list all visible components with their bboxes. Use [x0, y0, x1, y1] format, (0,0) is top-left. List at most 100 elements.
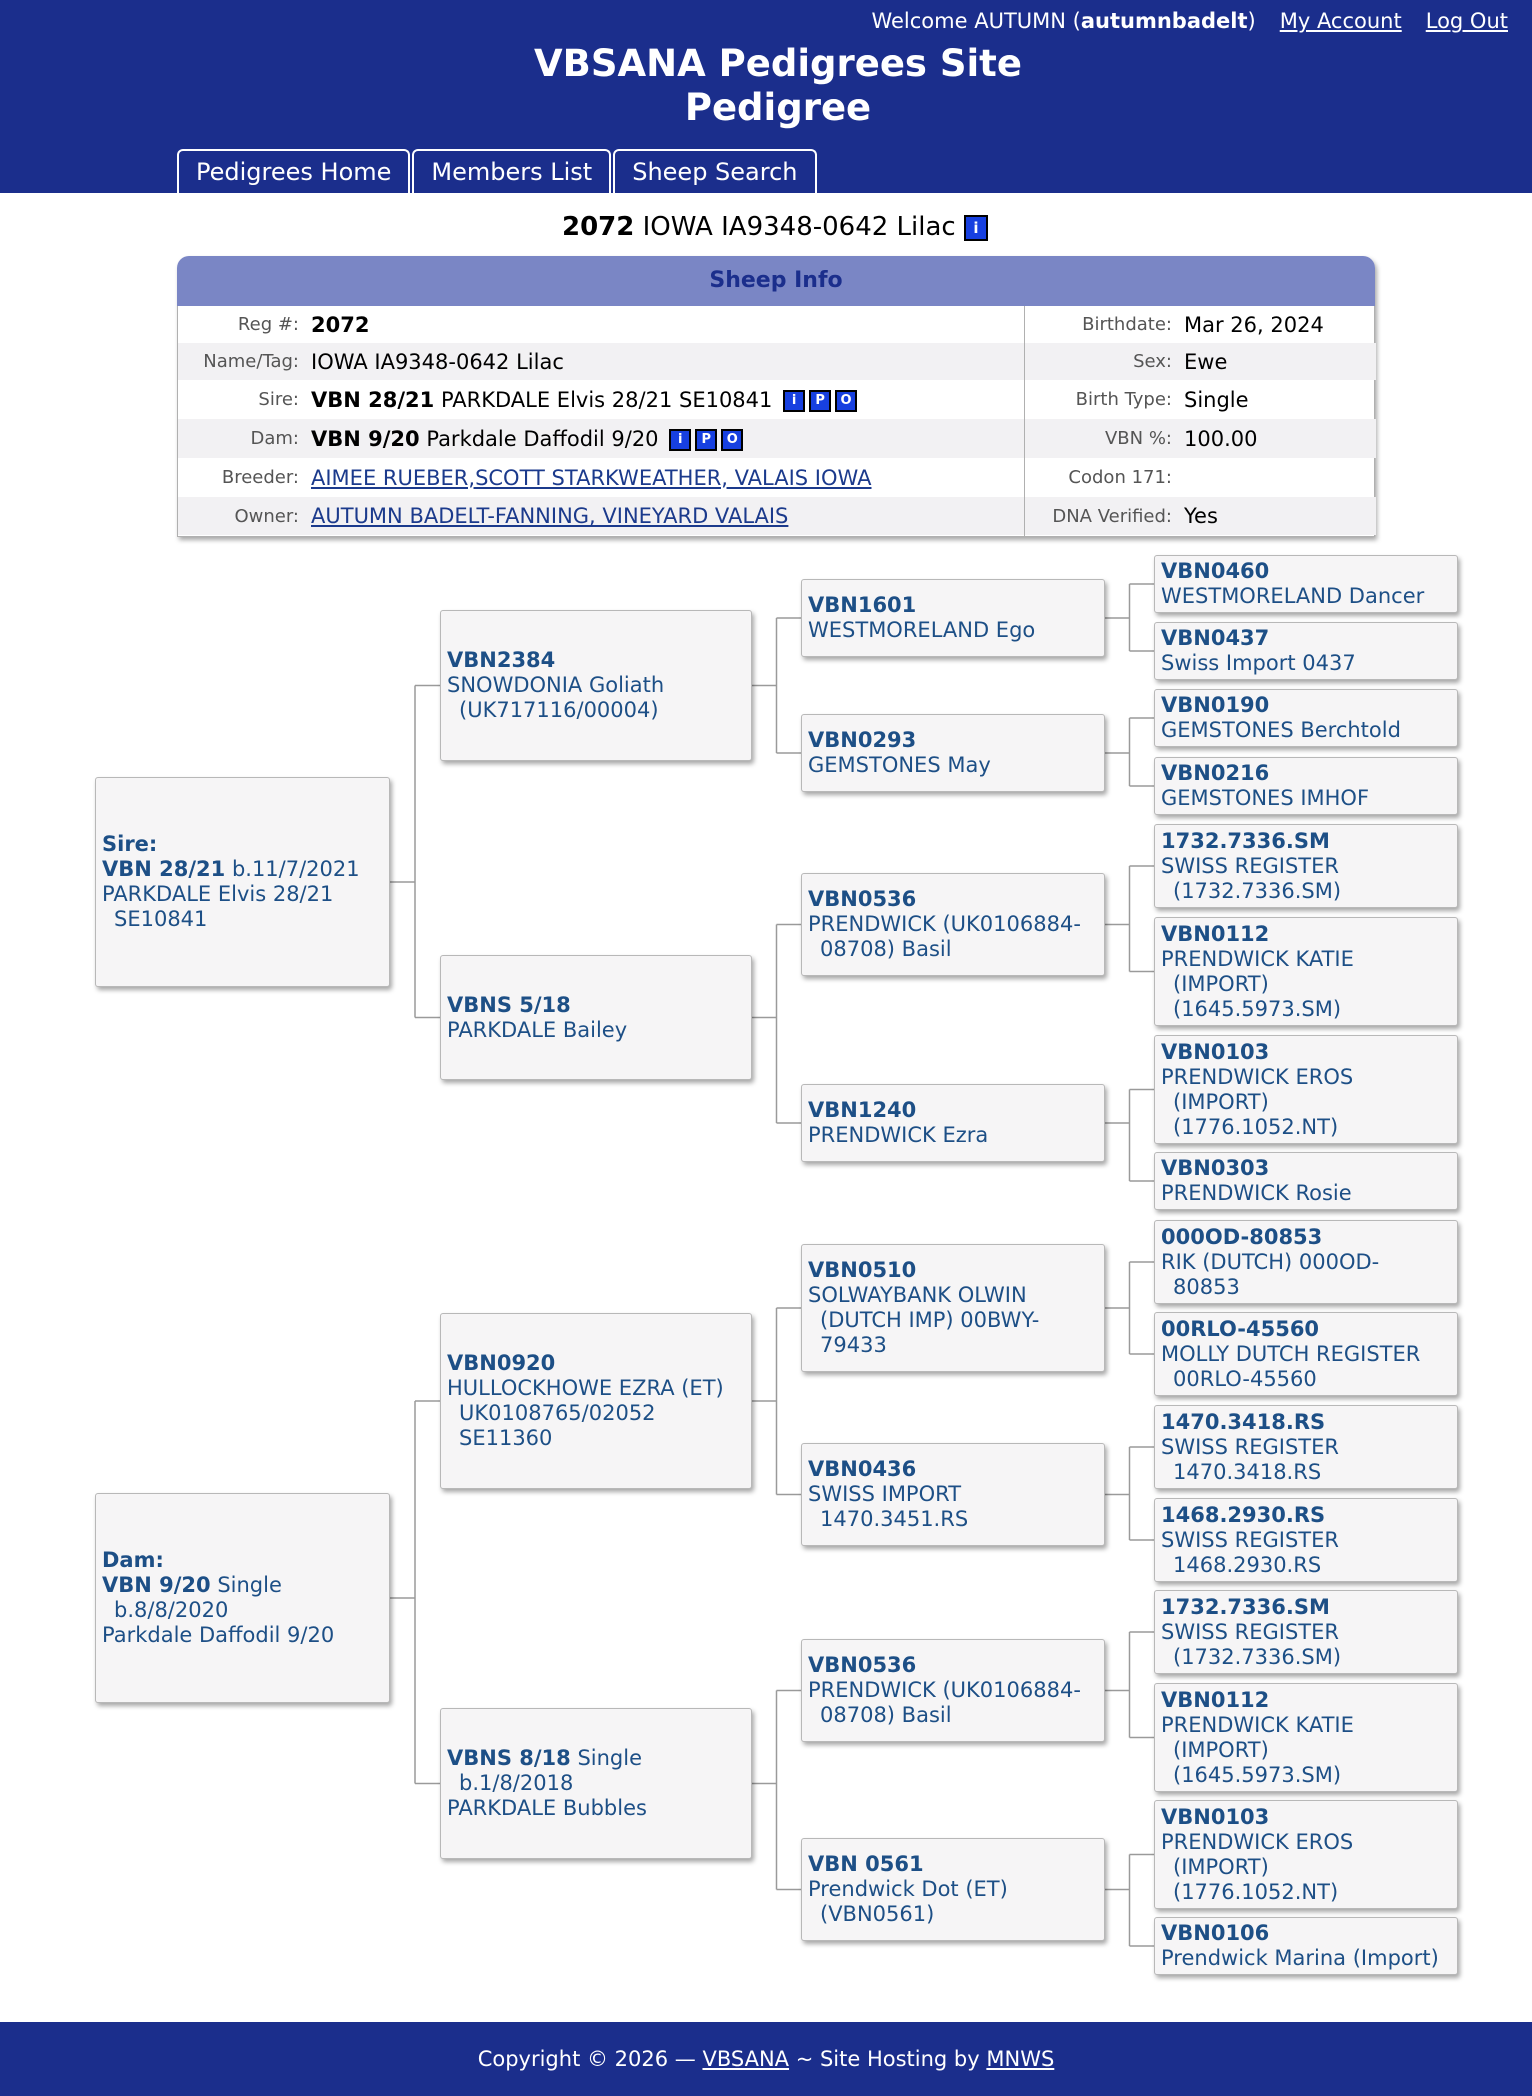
- mnws-link[interactable]: MNWS: [986, 2047, 1055, 2071]
- pedigree-name-line: (1776.1052.NT): [1173, 1114, 1339, 1139]
- pedigree-name-line: GEMSTONES IMHOF: [1161, 786, 1370, 810]
- pedigree-reg-number: VBN0536: [808, 1653, 917, 1677]
- pedigree-name-line: PRENDWICK (UK0106884-: [808, 1678, 1081, 1702]
- pedigree-name-line: SWISS REGISTER: [1161, 1619, 1339, 1644]
- pedigree-name-line: PRENDWICK KATIE: [1161, 946, 1354, 971]
- pedigree-reg-number: VBNS 5/18: [447, 992, 571, 1017]
- logout-link[interactable]: Log Out: [1425, 9, 1508, 33]
- dam-pedigree-icon[interactable]: P: [695, 428, 718, 451]
- sheep-reg-number: 2072: [562, 212, 635, 242]
- vbsana-link[interactable]: VBSANA: [702, 2047, 790, 2071]
- pedigree-reg-line: VBNS 8/18 Single: [447, 1746, 745, 1771]
- pedigree-reg-number: VBN0920: [447, 1351, 556, 1375]
- pedigree-name-line: RIK (DUTCH) 000OD-: [1161, 1249, 1380, 1274]
- pedigree-name-line: SWISS REGISTER: [1161, 853, 1339, 878]
- pedigree-name-line: SWISS REGISTER: [1161, 1434, 1339, 1459]
- pedigree-reg-line: VBN0190: [1161, 693, 1451, 718]
- pedigree-reg-line: VBN1240: [808, 1098, 1098, 1123]
- pedigree-name-line: SE11360: [459, 1426, 553, 1450]
- pedigree-reg-number: VBN0460: [1161, 559, 1270, 583]
- pedigree-name-line: (1645.5973.SM): [1173, 1762, 1342, 1787]
- pedigree-reg-line: VBN 9/20 Single: [102, 1573, 383, 1598]
- tab-pedigrees-home[interactable]: Pedigrees Home: [177, 149, 411, 193]
- dam-info-icon[interactable]: i: [669, 428, 692, 451]
- owner-link[interactable]: AUTUMN BADELT-FANNING, VINEYARD VALAIS: [311, 504, 789, 528]
- pedigree-reg-line: 1468.2930.RS: [1161, 1503, 1451, 1528]
- pedigree-reg-number: VBN0293: [808, 728, 917, 752]
- dna-verified-value: Yes: [1184, 504, 1218, 528]
- pedigree-name-line: UK0108765/02052: [459, 1401, 656, 1425]
- codon-171-label: Codon 171:: [1068, 467, 1172, 488]
- pedigree-name-line: HULLOCKHOWE EZRA (ET): [447, 1376, 724, 1400]
- reg-value: 2072: [311, 312, 370, 337]
- pedigree-reg-number: 000OD-80853: [1161, 1224, 1323, 1249]
- pedigree-reg-line: VBN0106: [1161, 1921, 1451, 1946]
- birth-type-label: Birth Type:: [1075, 389, 1172, 410]
- dam-label: Dam:: [250, 428, 300, 449]
- pedigree-reg-number: VBNS 8/18: [447, 1746, 571, 1770]
- pedigree-name-line: Parkdale Daffodil 9/20: [102, 1623, 335, 1647]
- pedigree-reg-number: VBN0112: [1161, 921, 1270, 946]
- sire-offspring-icon[interactable]: O: [835, 389, 858, 412]
- dna-verified-label: DNA Verified:: [1052, 505, 1172, 527]
- pedigree-reg-number: VBN0190: [1161, 693, 1270, 717]
- pedigree-reg-line: VBN1601: [808, 593, 1098, 618]
- sheep-heading: 2072 IOWA IA9348-0642 Lilac i: [0, 210, 1532, 244]
- info-icon[interactable]: i: [963, 214, 988, 241]
- pedigree-name-line: (UK717116/00004): [459, 698, 659, 722]
- pedigree-reg-number: VBN0510: [808, 1258, 917, 1282]
- owner-label: Owner:: [234, 505, 299, 527]
- birth-type-value: Single: [1184, 387, 1249, 412]
- my-account-link[interactable]: My Account: [1279, 9, 1402, 33]
- pedigree-reg-line: VBN0293: [808, 728, 1098, 753]
- tab-members-list[interactable]: Members List: [412, 149, 612, 193]
- pedigree-name-line: 1470.3418.RS: [1173, 1459, 1322, 1484]
- pedigree-name-line: SWISS IMPORT: [808, 1482, 962, 1506]
- sire-info-icon[interactable]: i: [783, 389, 806, 412]
- birthdate-label: Birthdate:: [1082, 314, 1172, 335]
- tab-sheep-search[interactable]: Sheep Search: [613, 149, 817, 193]
- pedigree-parent-label: Sire:: [102, 832, 158, 856]
- sheep-info-right: Birthdate: Mar 26, 2024 Sex: Ewe Birth T…: [1024, 306, 1376, 536]
- dam-offspring-icon[interactable]: O: [721, 428, 744, 451]
- pedigree-name-line: (1645.5973.SM): [1173, 996, 1342, 1021]
- sire-pedigree-icon[interactable]: P: [809, 389, 832, 412]
- pedigree-reg-line: VBN0216: [1161, 761, 1451, 786]
- breeder-link[interactable]: AIMEE RUEBER,SCOTT STARKWEATHER, VALAIS …: [311, 465, 872, 490]
- pedigree-name-line: b.8/8/2020: [114, 1598, 229, 1622]
- sex-label: Sex:: [1133, 351, 1172, 372]
- pedigree-name-line: Swiss Import 0437: [1161, 651, 1356, 675]
